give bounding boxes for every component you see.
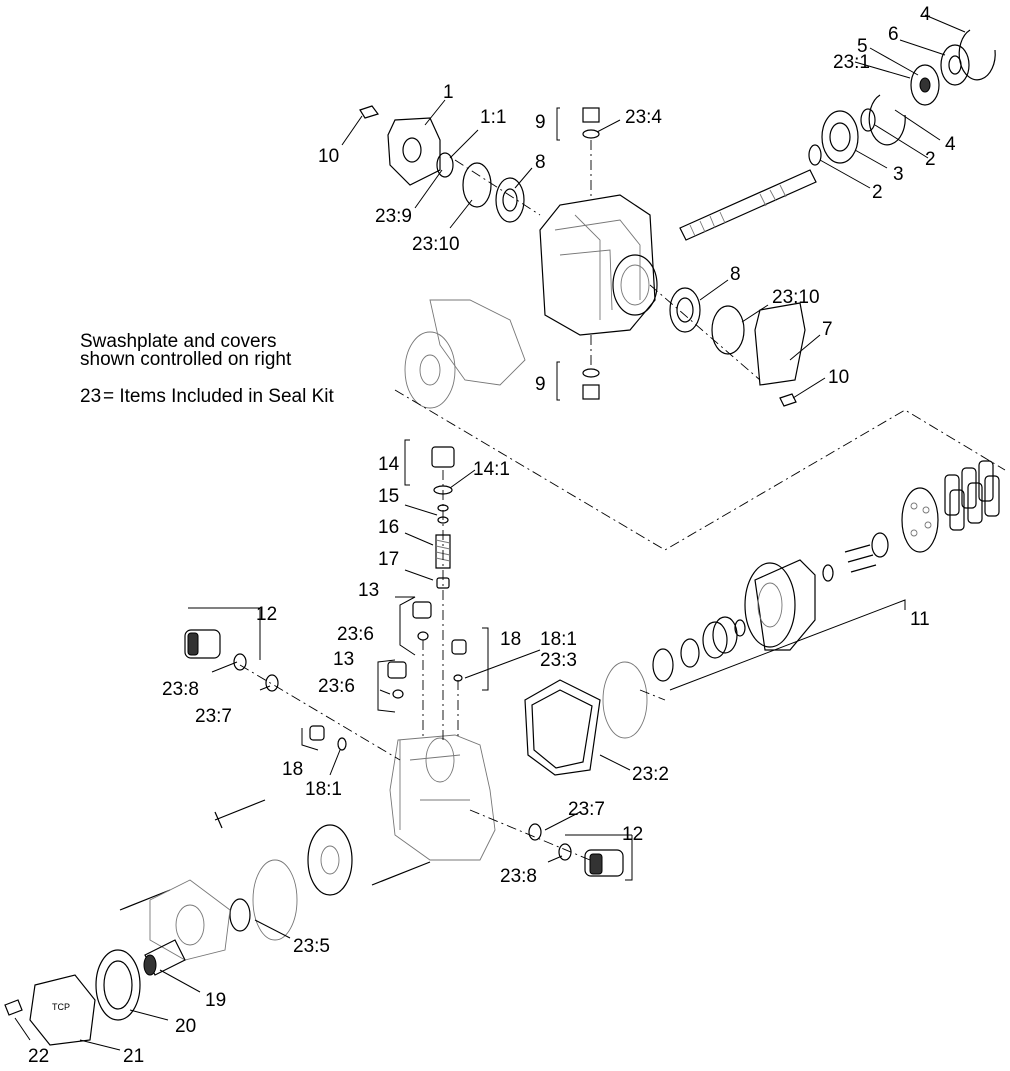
part-label: 23:7: [195, 706, 232, 727]
seal-kit-key: 23: [80, 386, 101, 407]
part-label: 18: [282, 759, 303, 780]
part-label: 23:10: [412, 234, 460, 255]
part-label: 8: [730, 264, 741, 285]
part-label: 10: [828, 367, 849, 388]
part-label: 23:7: [568, 799, 605, 820]
rotating-group: [394, 389, 1006, 682]
part-label: 20: [175, 1016, 196, 1037]
part-label: 18:1: [540, 629, 577, 650]
part-label: 4: [920, 4, 931, 25]
part-label: 13: [358, 580, 379, 601]
part-label: 18: [500, 629, 521, 650]
part-label: 8: [535, 152, 546, 173]
part-label: 17: [378, 549, 399, 570]
part-label: 5: [857, 36, 868, 57]
seal-kit-note: = Items Included in Seal Kit: [103, 386, 334, 407]
part-label: 23:2: [632, 764, 669, 785]
part-label: 4: [945, 134, 956, 155]
note-line-1: Swashplate and covers: [80, 331, 276, 352]
part-label: 7: [822, 319, 833, 340]
part-label: 15: [378, 486, 399, 507]
part-label: 11: [910, 609, 930, 630]
part-label: 23:9: [375, 206, 412, 227]
cover-logo-mark: TCP: [52, 1002, 70, 1012]
upper-assembly: [359, 29, 996, 409]
part-label: 14: [378, 454, 400, 475]
part-label: 23:10: [772, 287, 820, 308]
part-label: 23:4: [625, 107, 662, 128]
leader-lines: [14, 14, 966, 1051]
part-label: 1:1: [480, 107, 506, 128]
lower-assembly: [4, 446, 666, 1046]
part-label: 10: [318, 146, 339, 167]
part-label: 1: [443, 82, 454, 103]
part-label: 23:6: [318, 676, 355, 697]
part-label: 2: [925, 149, 936, 170]
part-label: 2: [872, 182, 883, 203]
part-label: 16: [378, 517, 399, 538]
part-label: 13: [333, 649, 354, 670]
part-label: 23:3: [540, 650, 577, 671]
part-label: 18:1: [305, 779, 342, 800]
part-label: 9: [535, 374, 546, 395]
part-label: 23:8: [162, 679, 199, 700]
part-label: 9: [535, 112, 546, 133]
part-label: 23:1: [833, 52, 870, 73]
part-label: 19: [205, 990, 226, 1011]
part-label: 21: [123, 1046, 144, 1067]
part-label: 23:8: [500, 866, 537, 887]
part-label: 23:5: [293, 936, 330, 957]
part-label: 6: [888, 24, 899, 45]
part-label: 23:6: [337, 624, 374, 645]
part-label: 12: [256, 604, 277, 625]
note-line-2: shown controlled on right: [80, 349, 292, 370]
part-label: 3: [893, 164, 904, 185]
part-label: 22: [28, 1046, 49, 1067]
part-label: 12: [622, 824, 643, 845]
part-label: 14:1: [473, 459, 510, 480]
part-labels: 1 1:1 10 23:9 23:10 8 9 23:4 4 6 5 23:1 …: [28, 4, 956, 1067]
